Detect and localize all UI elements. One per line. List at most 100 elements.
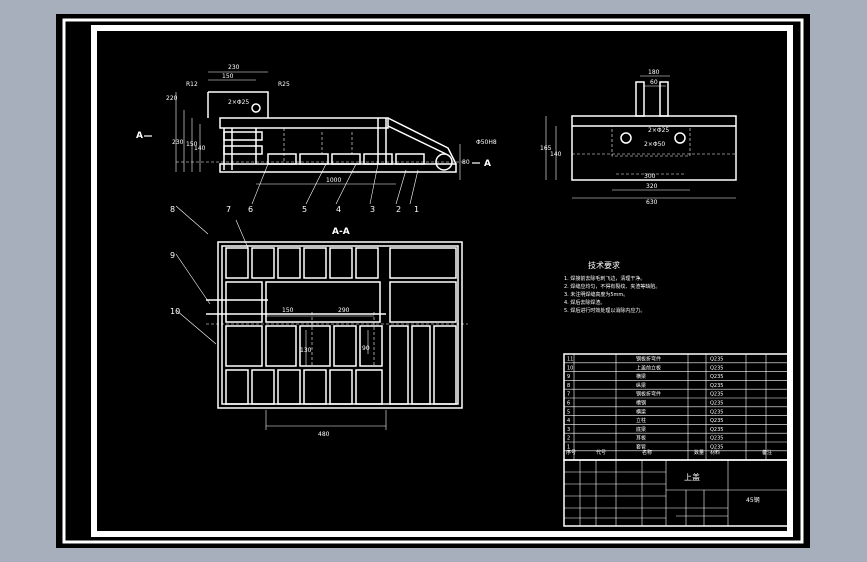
front-dim-lines bbox=[175, 71, 461, 185]
dim-text: 90 bbox=[362, 345, 370, 352]
bom-cell-material: Q235 bbox=[710, 357, 723, 363]
dim-text: 80 bbox=[462, 159, 470, 166]
bom-cell-material: Q235 bbox=[710, 418, 723, 424]
drawing-canvas: 230 150 R25 R12 2×Φ25 220 230 150 140 10… bbox=[62, 18, 804, 544]
dim-text: 140 bbox=[550, 151, 562, 158]
balloon-leaders bbox=[175, 163, 419, 345]
dim-text: 2×Φ25 bbox=[228, 99, 249, 106]
bom-cell-no: 6 bbox=[567, 401, 570, 407]
plan-view bbox=[206, 241, 463, 409]
balloon: 4 bbox=[336, 205, 341, 214]
dim-text: 230 bbox=[172, 139, 184, 146]
balloon: 9 bbox=[170, 251, 175, 260]
dim-text: 290 bbox=[338, 307, 350, 314]
section-mark-title: A-A bbox=[332, 227, 350, 237]
note-line: 5. 焊后进行时效处理以消除内应力。 bbox=[564, 307, 645, 314]
drawing-frame: 230 150 R25 R12 2×Φ25 220 230 150 140 10… bbox=[56, 14, 810, 548]
bom-cell-name: 套管 bbox=[636, 444, 646, 451]
dim-text: 180 bbox=[648, 69, 660, 76]
dim-text: 480 bbox=[318, 431, 330, 438]
bom-rows: 11 钢板折弯件 Q235 10 上盖前立板 Q235 9 横梁 Q235 8 纵梁 Q235 7 钢板折… bbox=[567, 356, 723, 451]
bom-cell-no: 8 bbox=[567, 383, 570, 389]
note-line: 4. 焊后去除焊渣。 bbox=[564, 299, 605, 306]
inner-border bbox=[91, 25, 793, 537]
note-line: 2. 焊缝应均匀，不得有裂纹、夹渣等缺陷。 bbox=[564, 283, 660, 290]
bom-header-qty: 数量 bbox=[694, 449, 704, 456]
balloon-labels: 1 2 3 4 5 6 7 8 9 10 bbox=[170, 205, 419, 316]
bom-cell-material: Q235 bbox=[710, 445, 723, 451]
plan-dim-lines bbox=[265, 315, 387, 430]
bom-cell-no: 7 bbox=[567, 392, 570, 398]
technical-notes: 技术要求 1. 焊接前去除毛刺飞边，清理干净。 2. 焊缝应均匀，不得有裂纹、夹… bbox=[564, 260, 660, 314]
balloon: 7 bbox=[226, 205, 231, 214]
side-dim-texts: 180 60 2×Φ25 2×Φ50 165 140 300 320 630 bbox=[540, 69, 669, 206]
section-mark: A bbox=[136, 131, 143, 141]
section-markers: A A-A A bbox=[136, 131, 491, 237]
dim-text: 220 bbox=[166, 95, 178, 102]
front-dashes bbox=[176, 128, 466, 164]
bom-cell-name: 槽钢 bbox=[636, 400, 646, 407]
note-line: 1. 焊接前去除毛刺飞边，清理干净。 bbox=[564, 275, 645, 282]
section-mark: A bbox=[484, 159, 491, 169]
dim-text: R25 bbox=[278, 81, 290, 88]
front-hole bbox=[251, 103, 261, 113]
bom-cell-material: Q235 bbox=[710, 392, 723, 398]
dim-text: 165 bbox=[540, 145, 552, 152]
front-dim-texts: 230 150 R25 R12 2×Φ25 220 230 150 140 10… bbox=[166, 64, 497, 184]
bom-header-name: 名称 bbox=[642, 449, 652, 456]
dim-text: 2×Φ25 bbox=[648, 127, 669, 134]
bom-cell-material: Q235 bbox=[710, 409, 723, 415]
bom-cell-no: 4 bbox=[567, 418, 570, 424]
bom-cell-material: Q235 bbox=[710, 374, 723, 380]
bom-header-code: 代号 bbox=[596, 449, 606, 456]
bom-cell-name: 钢板折弯件 bbox=[636, 356, 661, 363]
bom-cell-name: 立柱 bbox=[636, 417, 646, 424]
dim-text: 230 bbox=[228, 64, 240, 71]
bom-header-no: 序号 bbox=[566, 449, 576, 456]
bom-header-remark: 备注 bbox=[762, 449, 772, 456]
front-view bbox=[207, 91, 457, 173]
bom-cell-material: Q235 bbox=[710, 427, 723, 433]
note-line: 3. 未注明焊缝高度为5mm。 bbox=[564, 291, 628, 298]
dim-text: 130 bbox=[300, 347, 312, 354]
bom-cell-name: 底梁 bbox=[636, 426, 646, 433]
bom-cell-no: 3 bbox=[567, 427, 570, 433]
dim-text: 140 bbox=[194, 145, 206, 152]
outer-border bbox=[62, 18, 804, 544]
bom-cell-material: Q235 bbox=[710, 383, 723, 389]
bom-header-material: 材料 bbox=[710, 449, 720, 456]
balloon: 5 bbox=[302, 205, 307, 214]
bom-grid bbox=[564, 353, 788, 460]
bom-cell-no: 11 bbox=[567, 357, 573, 363]
bom-cell-no: 10 bbox=[567, 365, 573, 371]
dim-text: Φ50H8 bbox=[476, 139, 497, 146]
bom-table: 11 钢板折弯件 Q235 10 上盖前立板 Q235 9 横梁 Q235 8 纵梁 Q235 7 钢板折… bbox=[563, 353, 789, 461]
bom-cell-name: 钢板折弯件 bbox=[636, 391, 661, 398]
notes-heading: 技术要求 bbox=[588, 260, 620, 270]
side-hole bbox=[620, 132, 632, 144]
dim-text: R12 bbox=[186, 81, 198, 88]
bom-cell-name: 耳板 bbox=[636, 435, 646, 442]
balloon: 2 bbox=[396, 205, 401, 214]
dim-text: 60 bbox=[650, 79, 658, 86]
bom-cell-material: Q235 bbox=[710, 436, 723, 442]
balloon: 8 bbox=[170, 205, 175, 214]
bom-cell-name: 上盖前立板 bbox=[636, 364, 661, 371]
bom-cell-name: 横梁 bbox=[636, 408, 646, 415]
bom-cell-material: Q235 bbox=[710, 401, 723, 407]
dim-text: 150 bbox=[282, 307, 294, 314]
bom-cell-name: 纵梁 bbox=[636, 382, 646, 389]
balloon: 10 bbox=[170, 307, 180, 316]
bom-cell-name: 横梁 bbox=[636, 373, 646, 380]
plan-dashes bbox=[206, 312, 468, 366]
dim-text: 150 bbox=[186, 141, 198, 148]
bom-cell-material: Q235 bbox=[710, 365, 723, 371]
dim-text: 630 bbox=[646, 199, 658, 206]
part-name: 上盖 bbox=[684, 472, 700, 482]
bom-cell-no: 1 bbox=[567, 445, 570, 451]
bom-cell-no: 9 bbox=[567, 374, 570, 380]
drawing-number: 45钢 bbox=[746, 496, 760, 504]
dim-text: 300 bbox=[644, 173, 656, 180]
balloon: 6 bbox=[248, 205, 253, 214]
side-dim-lines bbox=[545, 75, 736, 199]
